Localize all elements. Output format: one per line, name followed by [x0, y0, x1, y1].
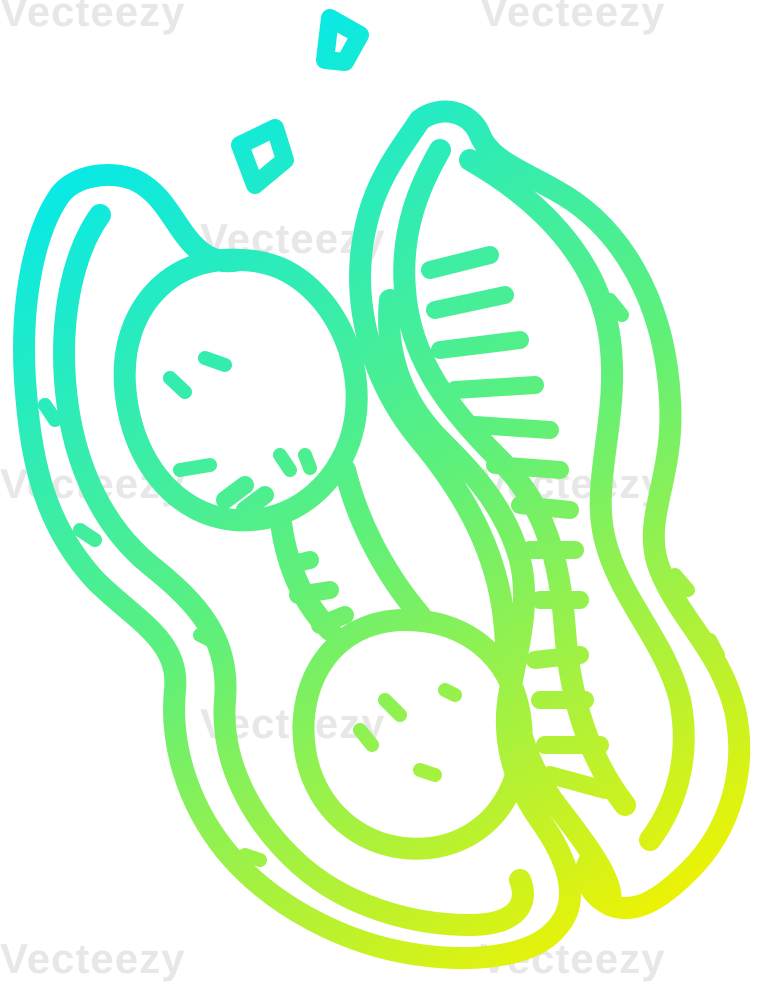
right-shell-half — [349, 109, 622, 916]
skin-stripe — [216, 476, 254, 509]
shell-rib — [511, 496, 579, 519]
shell-spot — [193, 628, 217, 647]
skin-stripe — [236, 486, 274, 519]
skin-stripe — [289, 581, 339, 604]
shell-spot — [73, 523, 102, 547]
shell-spot — [703, 633, 725, 662]
shell-rib — [426, 286, 514, 319]
kernel-connector — [334, 459, 431, 626]
crumb-icon — [231, 119, 294, 194]
shell-spot — [668, 568, 695, 597]
shell-rib — [486, 456, 569, 479]
kernel-speck — [353, 723, 379, 752]
shell-rib — [446, 376, 544, 399]
shell-spot — [238, 848, 267, 867]
kernel-speck — [298, 448, 317, 475]
lower-kernel — [292, 609, 533, 860]
shell-rib — [526, 646, 589, 669]
skin-stripe — [311, 606, 354, 634]
kernel-speck — [173, 458, 217, 477]
kernel-speck — [438, 683, 462, 702]
kernel-speck — [198, 351, 232, 372]
shell-rib — [541, 766, 614, 799]
kernel-speck — [163, 371, 192, 399]
shell-spot — [38, 398, 62, 427]
kernel-speck — [413, 763, 442, 782]
skin-stripe — [281, 551, 319, 574]
right-shell-outer — [409, 100, 751, 920]
shell-rib — [466, 416, 559, 439]
kernel-speck — [273, 448, 297, 477]
right-shell-inner-outer — [459, 149, 695, 851]
left-shell-half — [13, 184, 581, 969]
shell-rib — [431, 331, 529, 359]
left-shell-inner — [53, 204, 534, 936]
kernel-speck — [378, 693, 407, 722]
shell-rib — [421, 246, 499, 279]
shell-spot — [603, 293, 629, 322]
crumb-icon — [316, 9, 369, 71]
